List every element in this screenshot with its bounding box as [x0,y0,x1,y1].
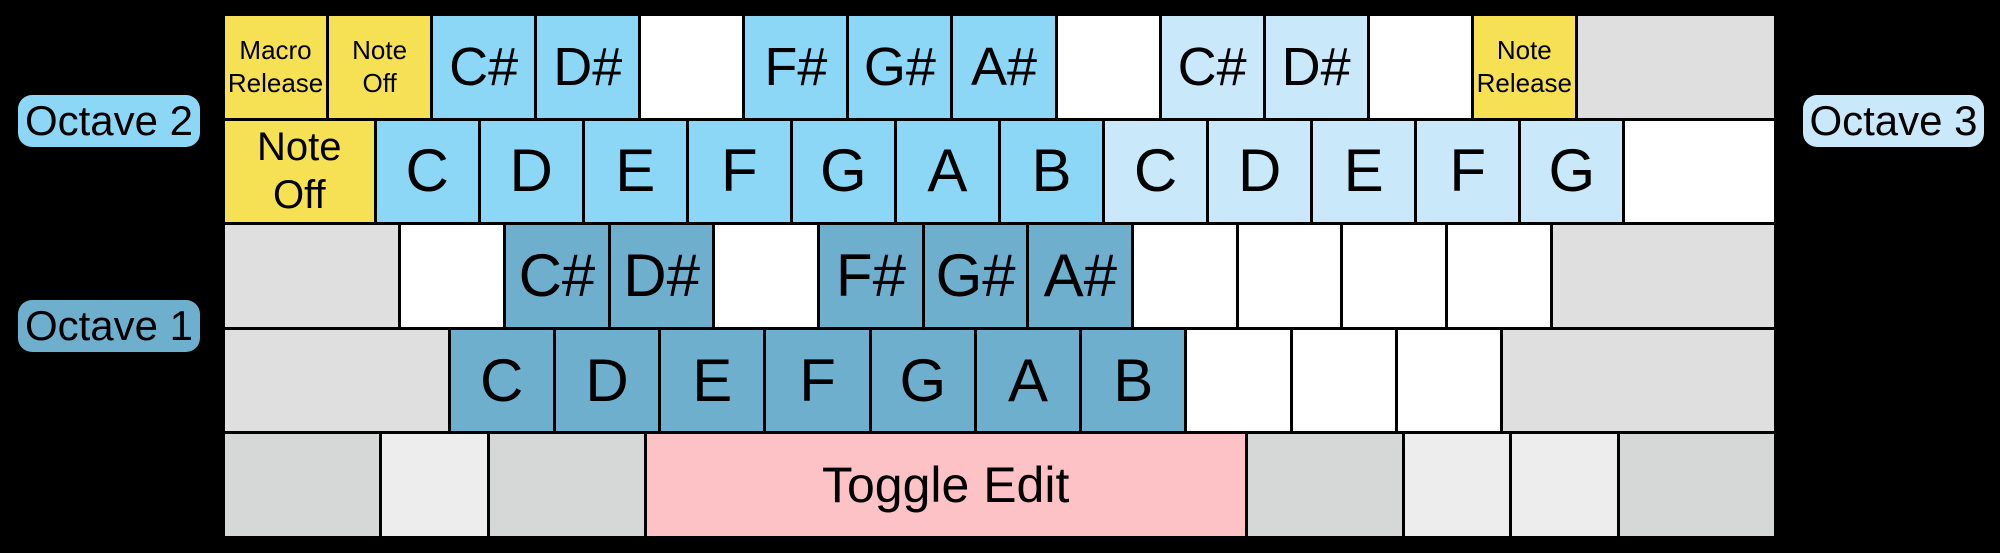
key-blank [1625,120,1774,223]
key-note-off-tab[interactable]: Note Off [225,120,374,223]
key-caps-unmapped [225,225,399,327]
key-enter-unmapped [1552,225,1775,327]
key-oct3-d-sharp[interactable]: D# [1265,16,1367,118]
key-backspace-unmapped [1577,16,1774,118]
key-super-unmapped [382,434,487,536]
key-oct1-c-sharp[interactable]: C# [506,225,608,327]
keyboard-row-1: Macro Release Note Off C# D# F# G# A# C#… [225,16,1774,118]
key-blank [1057,16,1159,118]
key-oct2-a-sharp[interactable]: A# [953,16,1055,118]
key-oct3-g[interactable]: G [1521,120,1623,223]
key-blank [1448,225,1550,327]
key-shift-unmapped [1503,329,1774,432]
keyboard-row-3: C# D# F# G# A# [225,225,1775,327]
key-oct2-d-sharp[interactable]: D# [537,16,639,118]
key-super-unmapped [1404,434,1510,536]
key-oct3-c-sharp[interactable]: C# [1161,16,1263,118]
octave-1-label: Octave 1 [18,300,200,352]
octave-2-label: Octave 2 [18,95,200,147]
key-oct1-e[interactable]: E [661,329,764,432]
key-oct2-c[interactable]: C [376,120,478,223]
key-oct3-d[interactable]: D [1209,120,1311,223]
key-blank [1292,329,1395,432]
octave-3-label-text: Octave 3 [1809,97,1978,144]
key-shift-unmapped [225,329,448,432]
key-note-off[interactable]: Note Off [329,16,431,118]
key-oct2-a[interactable]: A [896,120,998,223]
key-alt-unmapped [1247,434,1402,536]
key-oct2-b[interactable]: B [1000,120,1103,223]
key-ctrl-unmapped [1620,434,1775,536]
keyboard-map: Macro Release Note Off C# D# F# G# A# C#… [225,16,1775,536]
key-oct1-d-sharp[interactable]: D# [610,225,713,327]
key-blank [1238,225,1341,327]
key-blank [1397,329,1501,432]
key-ctrl-unmapped [225,434,379,536]
keyboard-row-4: C D E F G A B [225,329,1774,432]
key-blank [1369,16,1471,118]
keyboard-row-5: Toggle Edit [225,434,1775,536]
key-blank [401,225,504,327]
key-menu-unmapped [1512,434,1618,536]
key-oct2-g[interactable]: G [792,120,894,223]
key-oct1-a[interactable]: A [976,329,1080,432]
key-blank [715,225,818,327]
keyboard-row-2: Note Off C D E F G A B C D E F G [225,120,1774,223]
key-blank [1187,329,1290,432]
key-oct2-e[interactable]: E [584,120,686,223]
octave-1-label-text: Octave 1 [24,302,194,349]
key-blank [1134,225,1236,327]
key-toggle-edit[interactable]: Toggle Edit [646,434,1245,536]
key-blank [1343,225,1446,327]
key-oct1-c[interactable]: C [450,329,553,432]
key-oct1-f-sharp[interactable]: F# [820,225,922,327]
key-oct2-f[interactable]: F [688,120,790,223]
octave-2-label-text: Octave 2 [24,97,194,144]
key-oct3-c[interactable]: C [1105,120,1207,223]
key-oct2-f-sharp[interactable]: F# [745,16,847,118]
key-oct3-e[interactable]: E [1313,120,1415,223]
key-oct1-a-sharp[interactable]: A# [1029,225,1132,327]
key-blank [641,16,743,118]
key-alt-unmapped [489,434,644,536]
key-oct2-c-sharp[interactable]: C# [433,16,535,118]
key-oct2-d[interactable]: D [480,120,582,223]
octave-3-label: Octave 3 [1803,95,1984,147]
key-note-release[interactable]: Note Release [1473,16,1575,118]
key-oct3-f[interactable]: F [1417,120,1519,223]
key-oct1-g-sharp[interactable]: G# [924,225,1027,327]
key-oct2-g-sharp[interactable]: G# [849,16,951,118]
key-macro-release[interactable]: Macro Release [225,16,327,118]
key-oct1-b[interactable]: B [1082,329,1185,432]
key-oct1-f[interactable]: F [766,329,869,432]
key-oct1-d[interactable]: D [555,329,659,432]
key-oct1-g[interactable]: G [871,329,974,432]
